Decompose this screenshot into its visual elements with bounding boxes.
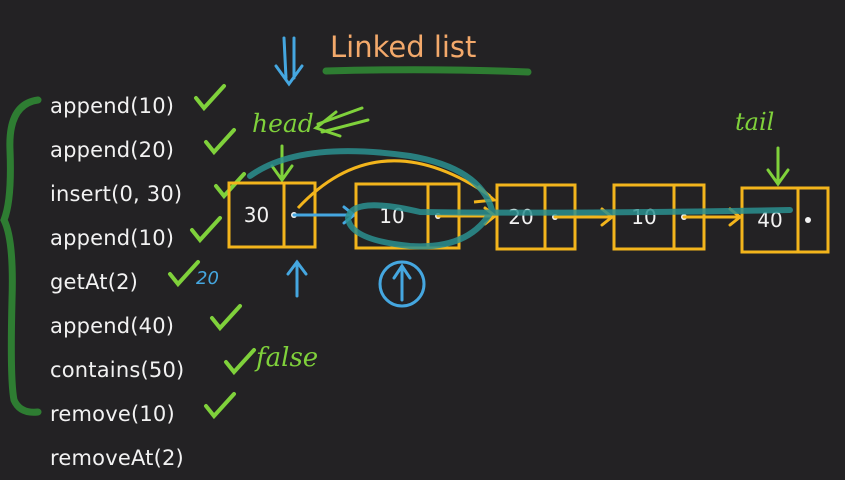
page-title: Linked list — [330, 30, 477, 64]
check-mark-icon — [204, 392, 236, 420]
list-node: 40 — [740, 186, 830, 254]
operation-item: remove(10) — [50, 402, 175, 426]
getat-result: 20 — [196, 268, 219, 289]
double-down-arrow-icon — [274, 36, 304, 87]
tail-pointer-arrow-icon — [766, 146, 790, 187]
check-mark-icon — [224, 348, 256, 376]
curly-bracket — [0, 96, 42, 416]
operation-item: contains(50) — [50, 358, 185, 382]
node-next-dot — [805, 217, 811, 223]
operation-item: append(40) — [50, 314, 175, 338]
circled-up-arrow-icon — [378, 260, 426, 308]
check-mark-icon — [168, 260, 200, 288]
removed-node-strike — [247, 148, 793, 250]
operation-item: insert(0, 30) — [50, 182, 183, 206]
operation-item: removeAt(2) — [50, 446, 184, 470]
check-mark-icon — [194, 84, 226, 112]
contains-result: false — [254, 343, 318, 373]
operation-item: getAt(2) — [50, 270, 139, 294]
operation-item: append(10) — [50, 94, 175, 118]
node-value: 30 — [244, 203, 269, 227]
tail-label: tail — [735, 108, 774, 136]
title-underline — [322, 66, 532, 76]
node-value: 20 — [508, 205, 533, 229]
next-pointer-arrow-icon — [292, 205, 357, 225]
check-mark-icon — [210, 304, 242, 332]
head-to-20-link — [296, 159, 491, 210]
head-pointer-arrow-icon — [270, 106, 370, 183]
check-mark-icon — [190, 216, 222, 244]
check-mark-icon — [204, 128, 236, 156]
node-box — [740, 186, 830, 254]
check-mark-icon — [214, 172, 246, 200]
head-label: head — [252, 109, 314, 138]
up-arrow-icon — [286, 259, 308, 298]
check-marks — [168, 84, 256, 420]
node-value: 10 — [631, 205, 656, 229]
operation-item: append(20) — [50, 138, 175, 162]
operation-list: append(10) append(20) insert(0, 30) append(… — [50, 84, 184, 480]
operation-item: append(10) — [50, 226, 175, 250]
